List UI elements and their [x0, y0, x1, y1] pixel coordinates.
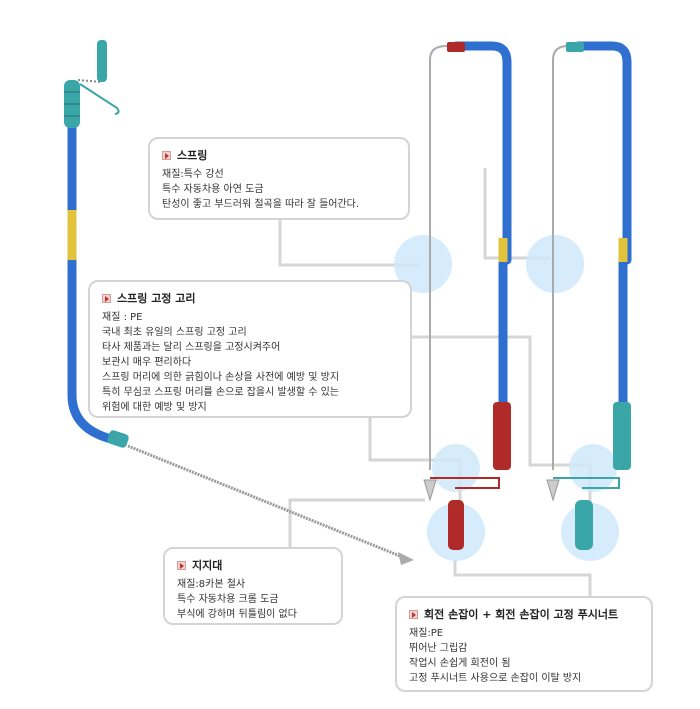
handle-line: 고정 푸시너트 사용으로 손잡이 이탈 방지: [409, 673, 582, 684]
support-line: 재질:8카본 철사: [177, 579, 246, 590]
handle-line: 재질:PE: [409, 628, 444, 639]
support-line: 부식에 강하며 뒤틀림이 없다: [177, 609, 297, 620]
bullet-icon: [177, 560, 186, 570]
hook-line: 특히 무심코 스프링 머리를 손으로 잡을시 발생할 수 있는: [102, 387, 340, 398]
bullet-icon: [409, 609, 418, 619]
bullet-icon: [162, 150, 171, 160]
saw-red: [423, 41, 512, 550]
saw-teal: [546, 41, 632, 550]
hook-line: 타사 제품과는 달리 스프링을 고정시켜주어: [102, 342, 281, 353]
hook-line: 위험에 대한 예방 및 방지: [102, 402, 207, 413]
support-line: 특수 자동차용 크롬 도금: [177, 594, 279, 605]
hook-callout: 스프링 고정 고리 재질 : PE 국내 최초 유일의 스프링 고정 고리 타사…: [88, 280, 412, 418]
handle-line: 뛰어난 그립감: [409, 643, 468, 654]
spring-line: 특수 자동차용 아연 도금: [162, 184, 264, 195]
bullet-icon: [102, 293, 111, 303]
spring-callout: 스프링 재질:특수 강선 특수 자동차용 아연 도금 탄성이 좋고 부드러워 절…: [148, 137, 410, 220]
support-rod: [64, 40, 414, 565]
hook-line: 재질 : PE: [102, 312, 143, 323]
spring-title: 스프링: [177, 149, 208, 162]
spring-line: 탄성이 좋고 부드러워 절곡을 따라 잘 들어간다.: [162, 199, 360, 210]
handle-callout: 회전 손잡이 + 회전 손잡이 고정 푸시너트 재질:PE 뛰어난 그립감 작업…: [395, 596, 653, 692]
handle-line: 작업시 손쉽게 회전이 됨: [409, 658, 511, 669]
support-callout: 지지대 재질:8카본 철사 특수 자동차용 크롬 도금 부식에 강하며 뒤틀림이…: [163, 547, 343, 625]
handle-title: 회전 손잡이 + 회전 손잡이 고정 푸시너트: [424, 608, 619, 621]
support-title: 지지대: [192, 559, 223, 572]
spring-line: 재질:특수 강선: [162, 169, 224, 180]
hook-title: 스프링 고정 고리: [117, 292, 196, 305]
hook-line: 스프링 머리에 의한 긁힘이나 손상을 사전에 예방 및 방지: [102, 372, 340, 383]
hook-line: 국내 최초 유일의 스프링 고정 고리: [102, 327, 247, 338]
hook-line: 보관시 매우 편리하다: [102, 357, 192, 368]
